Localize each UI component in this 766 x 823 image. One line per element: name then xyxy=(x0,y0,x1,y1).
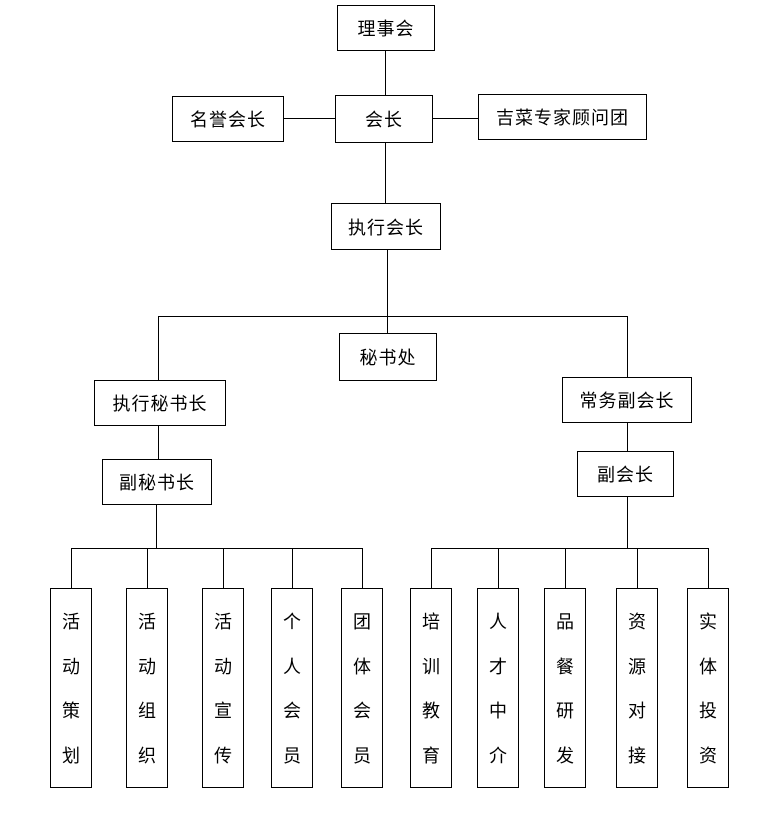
connector-president-advisory xyxy=(433,118,478,119)
connector-left-drop-3 xyxy=(223,548,224,588)
node-dept-talent-agency: 人才中介 xyxy=(477,588,519,788)
node-board: 理事会 xyxy=(337,5,435,51)
node-deputy-secretary-general: 副秘书长 xyxy=(102,459,212,505)
node-dept-training-education: 培训教育 xyxy=(410,588,452,788)
connector-split-exec-sec-gen xyxy=(158,316,159,380)
connector-left-drop-2 xyxy=(147,548,148,588)
node-executive-president: 执行会长 xyxy=(331,203,441,250)
connector-left-split xyxy=(71,548,363,549)
connector-left-drop-5 xyxy=(362,548,363,588)
node-dept-activity-promotion: 活动宣传 xyxy=(202,588,244,788)
node-dept-individual-members: 个人会员 xyxy=(271,588,313,788)
connector-vice-down xyxy=(627,497,628,548)
node-president: 会长 xyxy=(335,95,433,143)
connector-right-drop-1 xyxy=(431,548,432,588)
node-dept-entity-investment: 实体投资 xyxy=(687,588,729,788)
connector-right-drop-4 xyxy=(637,548,638,588)
connector-right-drop-5 xyxy=(708,548,709,588)
connector-main-split xyxy=(158,316,628,317)
connector-right-drop-3 xyxy=(565,548,566,588)
connector-left-drop-1 xyxy=(71,548,72,588)
connector-president-executive xyxy=(385,143,386,203)
connector-exec-sec-gen-deputy xyxy=(158,426,159,459)
node-vice-president: 副会长 xyxy=(577,451,674,497)
connector-left-drop-4 xyxy=(292,548,293,588)
node-standing-vice-president: 常务副会长 xyxy=(562,377,692,423)
node-dept-tasting-rnd: 品餐研发 xyxy=(544,588,586,788)
connector-split-standing-vp xyxy=(627,316,628,377)
node-dept-activity-planning: 活动策划 xyxy=(50,588,92,788)
connector-deputy-down xyxy=(156,505,157,548)
node-dept-activity-organization: 活动组织 xyxy=(126,588,168,788)
connector-standing-vp-vice xyxy=(627,423,628,451)
connector-honorary-president xyxy=(284,118,335,119)
connector-right-drop-2 xyxy=(498,548,499,588)
node-expert-advisory-group: 吉菜专家顾问团 xyxy=(478,94,647,140)
node-executive-secretary-general: 执行秘书长 xyxy=(94,380,226,426)
connector-executive-secretariat xyxy=(387,250,388,333)
connector-board-president xyxy=(385,51,386,95)
node-secretariat: 秘书处 xyxy=(339,333,437,381)
connector-right-split xyxy=(431,548,709,549)
node-dept-group-members: 团体会员 xyxy=(341,588,383,788)
node-honorary-president: 名誉会长 xyxy=(172,96,284,142)
node-dept-resource-matching: 资源对接 xyxy=(616,588,658,788)
